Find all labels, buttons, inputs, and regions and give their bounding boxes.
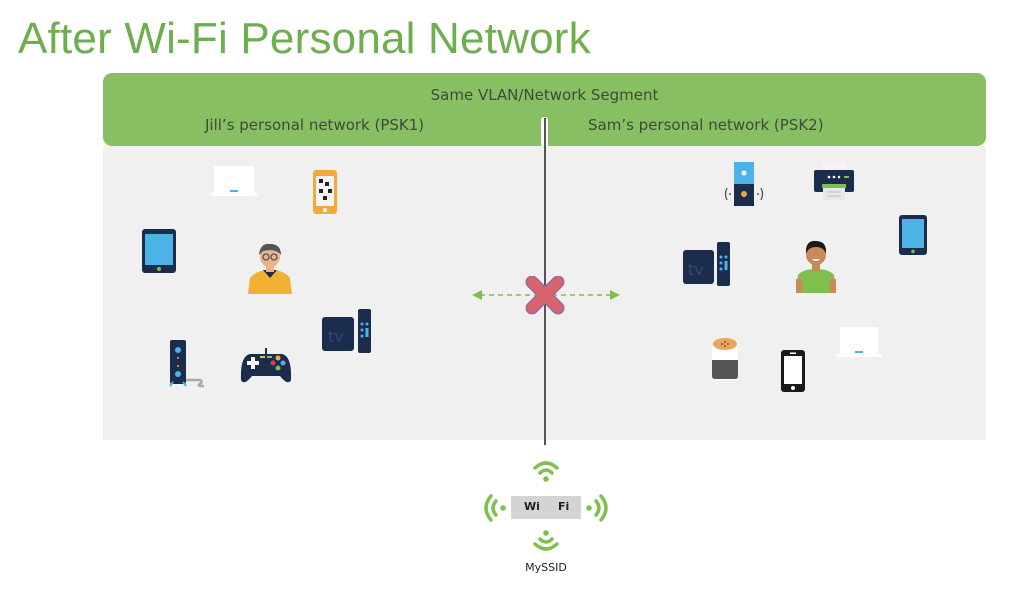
wifi-signal-down-icon: [533, 530, 559, 551]
wifi-right-text: Fi: [558, 500, 570, 513]
blocked-x-icon: [525, 276, 565, 315]
svg-text:tv: tv: [688, 260, 704, 279]
segment-divider: [544, 118, 546, 445]
game-controller-icon: [240, 348, 292, 383]
smartphone-icon: [781, 350, 805, 392]
wifi-signal-up-icon: [533, 461, 559, 482]
media-tower-icon: [169, 340, 205, 388]
wifi-signal-left-icon: [484, 494, 506, 522]
tv-box-icon: tv: [683, 242, 730, 286]
arrow-right-head: [610, 290, 620, 300]
smartphone-icon: [313, 170, 337, 214]
person-jill-icon: [248, 243, 292, 294]
arrow-left-head: [472, 290, 482, 300]
access-point: Wi Fi: [511, 496, 581, 519]
printer-icon: [814, 162, 854, 200]
page-title: After Wi-Fi Personal Network: [18, 14, 591, 63]
laptop-icon: [210, 166, 258, 196]
sam-network-label: Sam’s personal network (PSK2): [588, 116, 824, 134]
person-sam-icon: [796, 240, 836, 293]
vlan-label: Same VLAN/Network Segment: [430, 86, 659, 104]
tablet-icon: [899, 215, 927, 255]
tablet-icon: [142, 229, 176, 273]
jill-network-label: Jill’s personal network (PSK1): [205, 116, 425, 134]
blocked-connection: [472, 276, 620, 315]
wifi-signal-right-icon: [586, 494, 608, 522]
wifi-left-text: Wi: [524, 500, 540, 513]
ssid-label: MySSID: [525, 561, 567, 574]
tv-box-icon: tv: [322, 309, 371, 353]
smart-speaker-icon: [712, 338, 738, 380]
svg-text:tv: tv: [328, 327, 344, 346]
laptop-icon: [836, 327, 882, 357]
doorbell-camera-icon: [724, 162, 764, 206]
